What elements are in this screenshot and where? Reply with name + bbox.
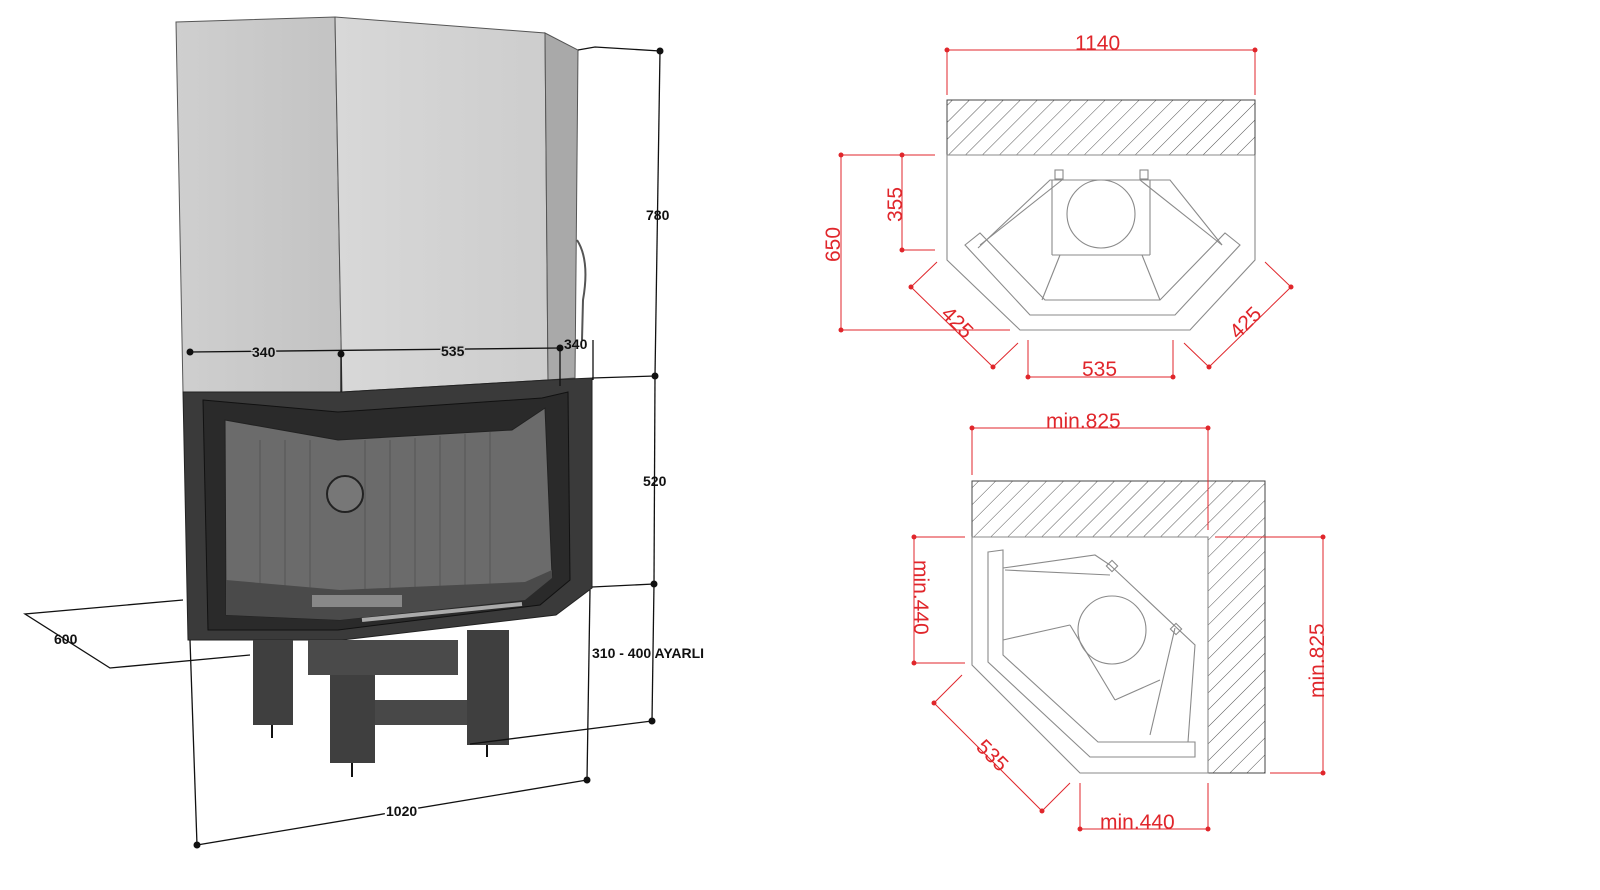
- dim-width-left: 340: [252, 344, 276, 360]
- dim-bottom-width: min.440: [1100, 811, 1175, 834]
- leg: [467, 630, 509, 745]
- corner-wall-hatch: [971, 480, 1266, 774]
- dim-width-front: 535: [441, 343, 465, 359]
- dim-leg-height: 310 - 400 AYARLI: [592, 645, 704, 661]
- dim-hood-height: 780: [646, 207, 670, 223]
- hood-front-panel: [334, 16, 549, 393]
- dim-front-width: 535: [1082, 358, 1117, 381]
- dim-side-depth: 355: [884, 187, 907, 222]
- dim-wall-height: min.825: [1306, 623, 1329, 698]
- dim-depth: 600: [54, 631, 78, 647]
- dim-diag-left: 425: [936, 302, 977, 343]
- dim-total-width: 1020: [386, 803, 417, 819]
- fireplace-3d-view: [175, 16, 593, 777]
- dim-wall-width: min.825: [1046, 410, 1121, 433]
- plan-view-straight-wall: 1140 650 355 425 425 535: [822, 32, 1294, 381]
- wall-hatch: [946, 99, 1256, 156]
- hood-right-panel: [544, 32, 579, 381]
- dim-plan-depth: 650: [822, 227, 845, 262]
- front-view-dimensions: 780 520 310 - 400 AYARLI 340 535 340 600…: [23, 46, 704, 849]
- dim-firebox-height: 520: [643, 473, 667, 489]
- leg: [253, 640, 293, 725]
- dim-diag-right: 425: [1225, 302, 1266, 343]
- hood-left-panel: [175, 16, 343, 393]
- dim-width-right: 340: [564, 336, 588, 352]
- plan-view-corner: min.825 min.440 min.825 535 min.440: [909, 410, 1329, 834]
- air-control-knob: [326, 475, 364, 513]
- dim-plan-width: 1140: [1075, 32, 1120, 55]
- dim-corner-diag: 535: [971, 735, 1012, 776]
- dim-side-left: min.440: [909, 560, 932, 635]
